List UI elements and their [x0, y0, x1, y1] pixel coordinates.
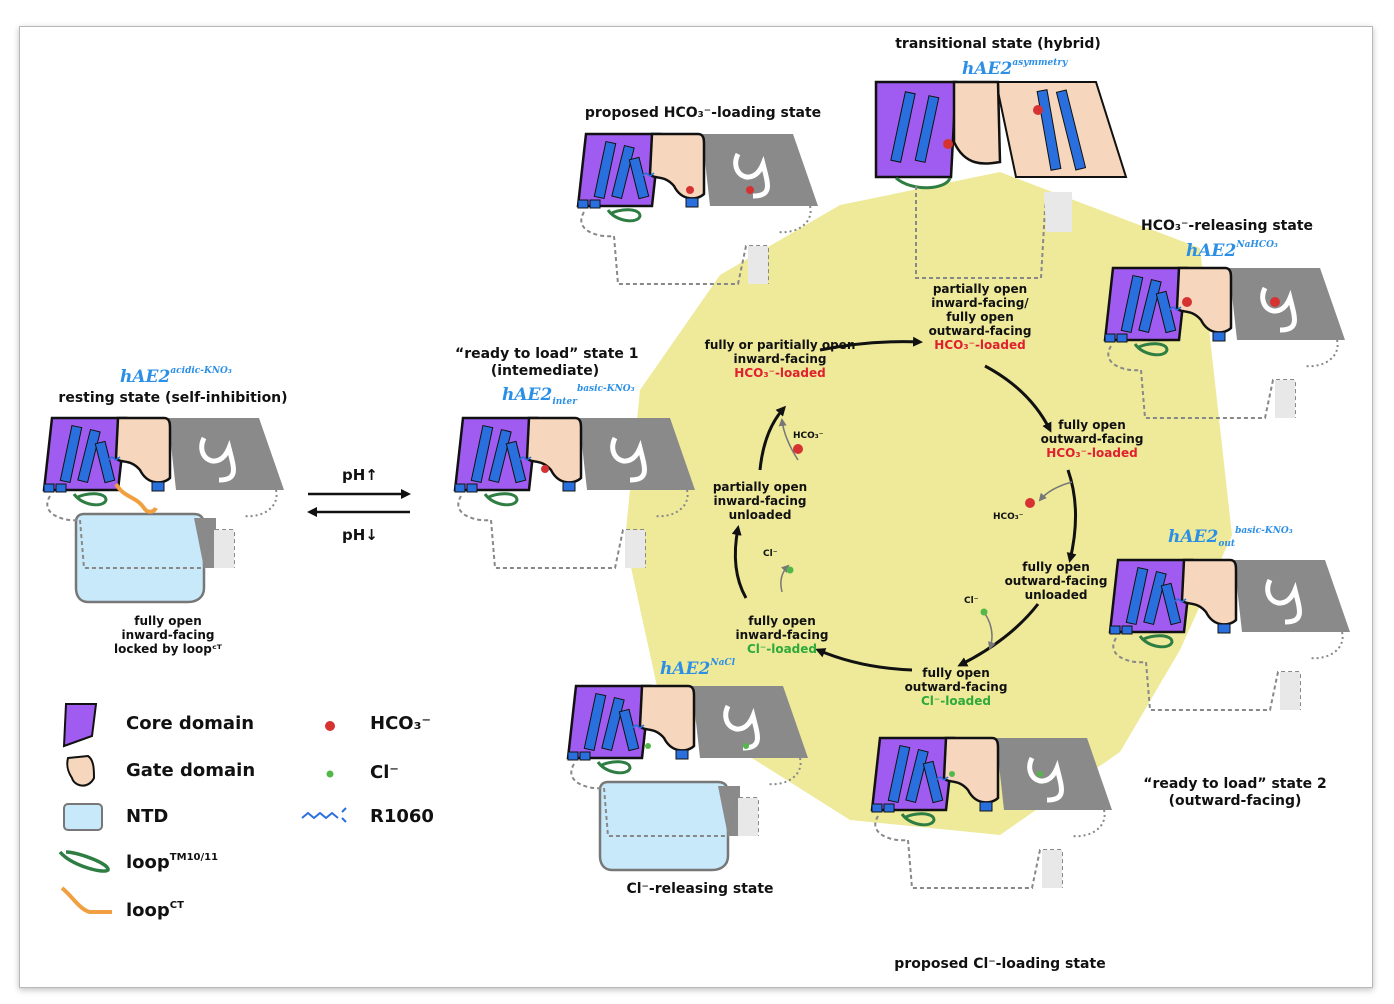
ready1-name: hAE2interbasic-KNO₃ [502, 384, 635, 407]
legend-loop-tm: loopTM10/11 [126, 852, 219, 873]
cycle-background [625, 172, 1232, 835]
cycle-ion-label: Cl⁻ [763, 549, 778, 559]
legend-cl: Cl⁻ [370, 762, 399, 783]
cl-ion-dot [786, 566, 794, 574]
legend-core-domain: Core domain [126, 713, 255, 734]
cycle-arrow-5 [815, 648, 913, 672]
resting-state-title: resting state (self-inhibition) [58, 390, 288, 406]
cl-releasing-name: hAE2NaCl [660, 658, 735, 679]
cycle-ion-label: HCO₃⁻ [793, 431, 824, 441]
transitional-name: hAE2asymmetry [962, 58, 1068, 79]
loop-ct-icon [60, 886, 112, 914]
cycle-arrow-4 [957, 603, 1040, 667]
out-state-name: hAE2outbasic-KNO₃ [1168, 526, 1293, 549]
ph-up-label: pH↑ [342, 466, 378, 484]
core-domain-icon [62, 703, 98, 748]
hco3-releasing-title: HCO₃⁻-releasing state [1140, 218, 1314, 234]
transitional-protein [874, 80, 1128, 279]
r1060-icon [301, 807, 347, 823]
cycle-arrow-7 [758, 405, 787, 471]
cycle-ion-label: HCO₃⁻ [993, 512, 1024, 522]
hco3-ion-dot [793, 444, 803, 454]
cl-releasing-title: Cl⁻-releasing state [626, 881, 774, 897]
resting-state-name: hAE2acidic-KNO₃ [120, 366, 232, 387]
cycle-arrow-1 [819, 336, 923, 352]
ready1-title: “ready to load” state 1(intemediate) [455, 346, 639, 379]
cl-loading-title: proposed Cl⁻-loading state [894, 956, 1106, 972]
cycle-ion-label: Cl⁻ [964, 596, 979, 606]
legend-r1060: R1060 [370, 806, 434, 827]
cl-releasing-protein [568, 686, 808, 872]
cycle-arrow-3 [1066, 469, 1077, 563]
cycle-arrow-6 [731, 525, 748, 599]
hco3-releasing-protein [1105, 268, 1345, 418]
legend-loop-ct: loopCT [126, 900, 184, 921]
out-state-title: “ready to load” state 2(outward-facing) [1143, 776, 1327, 809]
ph-down-label: pH↓ [342, 526, 378, 544]
resting-state-protein [44, 418, 284, 604]
cl-legend-icon [326, 770, 334, 778]
loop-tm-icon [58, 850, 110, 873]
cl-ion-dot [980, 608, 988, 616]
hco3-releasing-name: hAE2NaHCO₃ [1186, 240, 1278, 261]
legend-ntd: NTD [126, 806, 169, 827]
gate-domain-icon [66, 754, 96, 787]
ntd-icon [63, 803, 103, 831]
transitional-title: transitional state (hybrid) [895, 36, 1101, 52]
hco3-legend-icon [325, 721, 335, 731]
legend-gate-domain: Gate domain [126, 760, 256, 781]
legend-hco3: HCO₃⁻ [370, 713, 431, 734]
cycle-arrow-2 [984, 364, 1052, 433]
hco3-ion-dot [1025, 498, 1035, 508]
hco3-loading-title: proposed HCO₃⁻-loading state [584, 105, 822, 121]
cl-loading-protein [872, 738, 1112, 888]
